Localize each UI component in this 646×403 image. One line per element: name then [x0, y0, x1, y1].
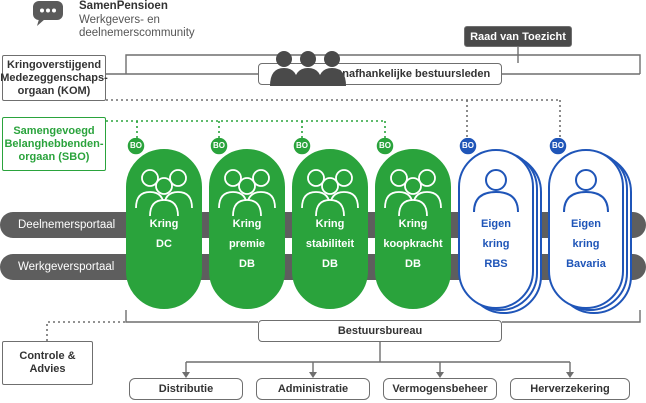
bo-badge-label: BO: [552, 141, 564, 150]
bo-badge-label: BO: [462, 141, 474, 150]
werkgeversportaal-label: Werkgeversportaal: [18, 261, 115, 273]
bo-badge-label: BO: [379, 141, 391, 150]
department-label: Herverzekering: [530, 383, 610, 395]
bestuursbureau-box: Bestuursbureau: [258, 320, 502, 342]
controle-line-2: Advies: [29, 363, 66, 375]
people-group-icon: [135, 169, 193, 217]
department-box-distributie: Distributie: [129, 378, 243, 400]
kring-label-line: DC: [156, 238, 172, 250]
person-icon: [473, 169, 519, 213]
sbo-box: Samengevoegd Belanghebbenden- orgaan (SB…: [2, 117, 106, 171]
department-label: Distributie: [158, 383, 214, 395]
person-icon: [563, 169, 609, 213]
kring-label-line: Kring: [315, 218, 345, 230]
bo-badge-label: BO: [130, 141, 142, 150]
kring-label-line: DB: [405, 258, 421, 270]
kring-label-line: DB: [322, 258, 338, 270]
brand-tagline-1: Werkgevers- en: [79, 13, 160, 26]
kring-label-line: kring: [572, 238, 600, 250]
people-group-icon: [301, 169, 359, 217]
people-group-icon: [218, 169, 276, 217]
onafhankelijke-label: Onafhankelijke bestuursleden: [333, 68, 491, 80]
kring-shape-4: [458, 136, 542, 314]
raad-van-toezicht-box: Raad van Toezicht: [464, 26, 572, 47]
people-group-icon: [384, 169, 442, 217]
kring-label-line: Kring: [149, 218, 179, 230]
department-label: Administratie: [277, 383, 349, 395]
department-box-herverzekering: Herverzekering: [510, 378, 630, 400]
kom-line-1: Kringoverstijgend: [6, 58, 102, 71]
controle-line-1: Controle &: [19, 350, 76, 362]
raad-label: Raad van Toezicht: [470, 30, 566, 43]
kring-shape-5: [548, 136, 632, 314]
deelnemersportaal-label: Deelnemersportaal: [18, 219, 116, 231]
department-box-vermogensbeheer: Vermogensbeheer: [383, 378, 497, 400]
bo-badge-label: BO: [296, 141, 308, 150]
kring-shape-2: [292, 136, 368, 309]
department-box-administratie: Administratie: [256, 378, 370, 400]
bestuursbureau-label: Bestuursbureau: [337, 325, 423, 337]
kring-label-line: Eigen: [481, 218, 511, 230]
chat-bubble-icon: [33, 1, 63, 26]
bo-badge-label: BO: [213, 141, 225, 150]
brand-name: SamenPensioen: [79, 0, 168, 12]
controle-advies-box: Controle & Advies: [2, 341, 93, 385]
kring-shape-1: [209, 136, 285, 309]
kring-label-line: kring: [482, 238, 510, 250]
kom-line-2: Medezeggenschaps-: [0, 71, 108, 84]
sbo-line-1: Samengevoegd: [13, 124, 95, 137]
kring-label-line: Eigen: [571, 218, 601, 230]
sbo-line-2: Belanghebbenden-: [4, 137, 104, 150]
department-label: Vermogensbeheer: [392, 383, 488, 395]
kring-label-line: RBS: [484, 258, 508, 270]
kom-box: Kringoverstijgend Medezeggenschaps- orga…: [0, 55, 108, 101]
kring-label-line: premie: [228, 238, 266, 250]
brand-block: SamenPensioen Werkgevers- en deelnemersc…: [79, 0, 195, 41]
kring-shape-3: [375, 136, 451, 309]
kring-label-line: Bavaria: [566, 258, 606, 270]
kring-shape-0: [126, 136, 202, 309]
brand-tagline-2: deelnemerscommunity: [79, 27, 195, 39]
kring-label-line: DB: [239, 258, 255, 270]
kring-label-line: Kring: [398, 218, 428, 230]
kring-label-line: koopkracht: [383, 238, 443, 250]
kring-label-line: stabiliteit: [305, 238, 355, 250]
kring-label-line: Kring: [232, 218, 262, 230]
kom-line-3: orgaan (KOM): [17, 84, 91, 97]
sbo-line-3: orgaan (SBO): [18, 150, 90, 163]
people-group-icon: [270, 51, 346, 86]
